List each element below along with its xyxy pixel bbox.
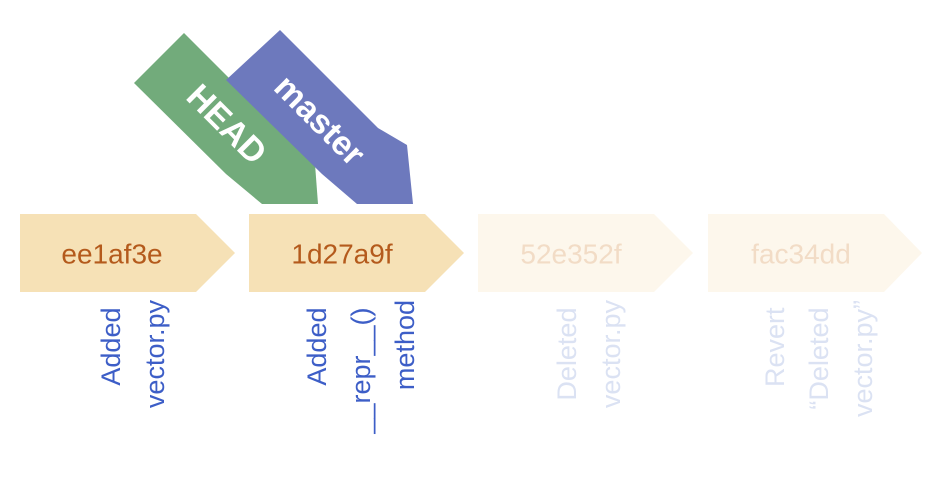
commit-message-line: vector.py” [848,300,878,417]
commit-message-line: vector.py [140,300,170,409]
ref-master-arrow [226,30,413,204]
commit-arrow [708,214,922,292]
commit-message: Revert “Deleted vector.py” [760,300,878,417]
commit-hash: 1d27a9f [291,238,392,269]
commit-hash: fac34dd [751,238,851,269]
ref-head-arrow [134,33,318,204]
commit-node: fac34dd Revert “Deleted vector.py” [708,214,922,417]
commit-arrow [20,214,235,292]
commit-hash: ee1af3e [61,238,162,269]
commit-message: Added vector.py [96,300,170,409]
commit-message-line: Added [302,308,332,386]
commit-node: ee1af3e Added vector.py [20,214,235,408]
commit-arrow [478,214,693,292]
commit-message-line: Revert [760,307,790,387]
commit-node: 52e352f Deleted vector.py [478,214,693,408]
commit-message-line: __repr__() [346,308,376,435]
commit-message-line: vector.py [596,300,626,409]
commit-message: Added __repr__() method [302,300,420,435]
commit-arrow [249,214,464,292]
commit-message-line: Added [96,308,126,386]
commit-message: Deleted vector.py [552,300,626,409]
commit-node: 1d27a9f Added __repr__() method [249,214,464,435]
commit-message-line: Deleted [552,308,582,401]
commit-message-line: method [390,300,420,390]
commit-hash: 52e352f [520,238,621,269]
commit-message-line: “Deleted [804,308,834,410]
